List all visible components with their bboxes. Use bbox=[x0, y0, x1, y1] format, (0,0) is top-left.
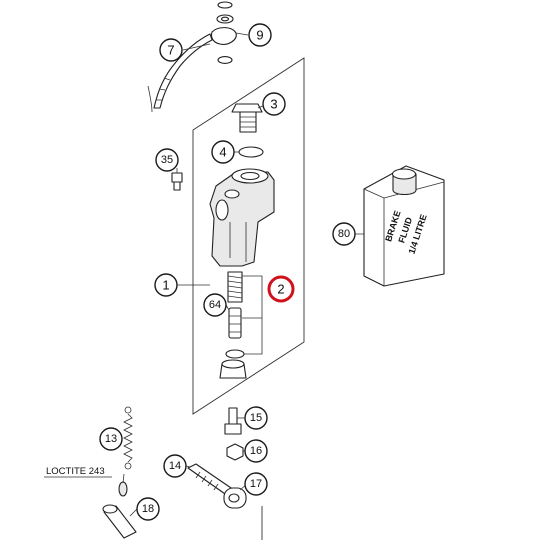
o-ring-part bbox=[238, 146, 264, 158]
svg-text:18: 18 bbox=[142, 503, 154, 515]
callout-18: 18 bbox=[136, 497, 160, 521]
bleed-screw-part bbox=[171, 172, 183, 191]
nut-part bbox=[226, 443, 244, 461]
callout-15: 15 bbox=[244, 406, 268, 430]
svg-text:14: 14 bbox=[169, 460, 181, 472]
loctite-note: LOCTITE 243 bbox=[46, 466, 105, 477]
svg-text:9: 9 bbox=[256, 28, 263, 43]
assembly-panel bbox=[192, 57, 305, 415]
callout-35: 35 bbox=[155, 148, 179, 172]
callout-1: 1 bbox=[154, 273, 178, 297]
brake-hose-assembly bbox=[147, 1, 237, 113]
callout-4: 4 bbox=[211, 140, 235, 164]
piston-kit-part bbox=[219, 271, 263, 379]
callout-13: 13 bbox=[99, 427, 123, 451]
svg-text:2: 2 bbox=[277, 282, 284, 297]
svg-text:15: 15 bbox=[250, 412, 262, 424]
brake-fluid-bottle: BRAKE FLUID 1/4 LITRE bbox=[363, 165, 445, 287]
callout-14: 14 bbox=[163, 454, 187, 478]
master-cylinder-body-part bbox=[209, 168, 275, 267]
svg-text:3: 3 bbox=[270, 97, 277, 112]
svg-text:35: 35 bbox=[161, 154, 173, 166]
banjo-bolt-part bbox=[224, 407, 242, 435]
svg-text:13: 13 bbox=[105, 433, 117, 445]
return-spring-part bbox=[123, 406, 133, 470]
callout-16: 16 bbox=[244, 439, 268, 463]
svg-text:80: 80 bbox=[338, 228, 350, 240]
callout-7: 7 bbox=[159, 38, 183, 62]
svg-text:17: 17 bbox=[250, 478, 262, 490]
svg-text:4: 4 bbox=[219, 145, 226, 160]
callout-17: 17 bbox=[244, 472, 268, 496]
svg-text:7: 7 bbox=[167, 43, 174, 58]
clevis-part bbox=[223, 487, 247, 509]
callout-9: 9 bbox=[248, 23, 272, 47]
svg-text:64: 64 bbox=[209, 299, 221, 311]
callout-80: 80 bbox=[332, 222, 356, 246]
callout-64: 64 bbox=[203, 293, 227, 317]
callout-2: 2 bbox=[267, 275, 295, 303]
callout-3: 3 bbox=[262, 92, 286, 116]
svg-text:16: 16 bbox=[250, 445, 262, 457]
svg-text:1: 1 bbox=[162, 278, 169, 293]
pivot-bolt-part bbox=[102, 481, 137, 539]
reservoir-cap-part bbox=[231, 103, 263, 133]
